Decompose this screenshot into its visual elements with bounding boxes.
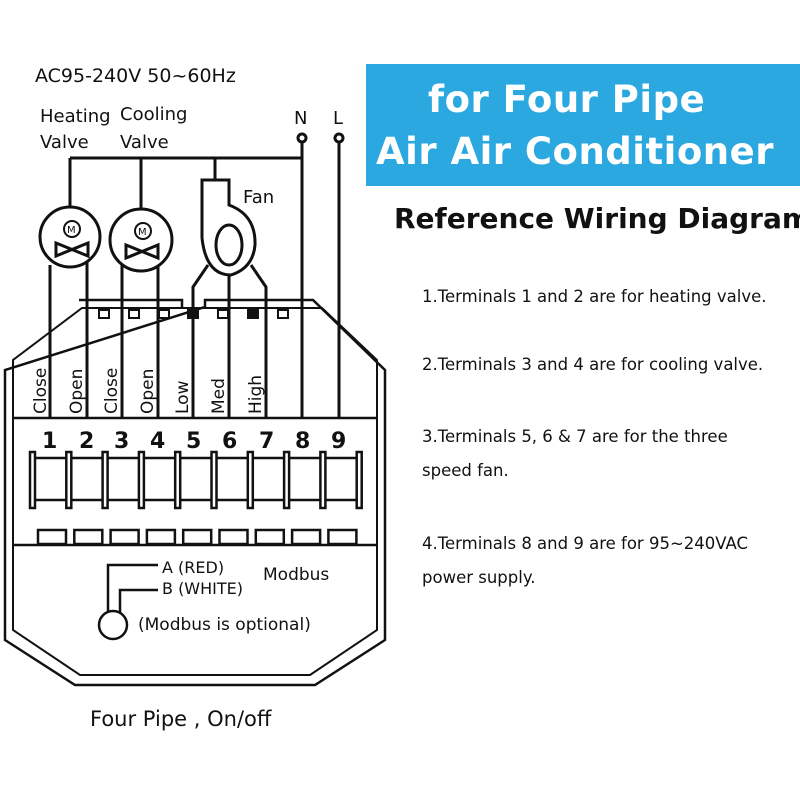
terminal-slot (181, 528, 213, 546)
modbus-a-label: A (RED) (162, 558, 224, 577)
svg-text:3: 3 (114, 429, 129, 454)
terminal-7-label: High (246, 375, 266, 414)
svg-text:7: 7 (259, 429, 274, 454)
cooling-valve-label-2: Valve (120, 132, 169, 153)
svg-text:1: 1 (42, 429, 57, 454)
live-terminal-icon (333, 132, 345, 144)
modbus-optional-label: (Modbus is optional) (138, 615, 311, 635)
terminal-6-label: Med (209, 378, 229, 414)
terminal-divider (246, 450, 255, 510)
svg-text:8: 8 (295, 429, 310, 454)
diagram-caption: Four Pipe , On/off (90, 707, 272, 731)
terminal-slot (218, 528, 249, 546)
terminal-divider (137, 450, 146, 510)
terminal-numbers: 1 2 3 4 5 6 7 8 9 (42, 429, 346, 454)
neutral-terminal-icon (296, 132, 308, 144)
terminal-slot (254, 528, 286, 546)
terminal-5-label: Low (173, 380, 193, 414)
heating-valve-label-2: Valve (40, 132, 89, 153)
heating-valve-icon: M (38, 205, 102, 418)
terminal-slot (327, 528, 358, 546)
terminal-3-label: Close (102, 368, 122, 414)
terminal-divider (210, 450, 218, 510)
svg-text:9: 9 (331, 429, 346, 454)
title-banner: for Four Pipe Air Air Conditioner (366, 64, 800, 186)
note-2: 2.Terminals 3 and 4 are for cooling valv… (422, 355, 764, 374)
terminal-slot (290, 528, 322, 546)
terminal-slot (145, 528, 177, 546)
cooling-valve-label: Cooling (120, 104, 187, 125)
terminal-divider (28, 450, 37, 510)
terminal-divider (319, 450, 327, 510)
terminal-slot (36, 528, 68, 546)
fan-label: Fan (243, 187, 274, 208)
terminal-divider (282, 450, 291, 510)
svg-text:M: M (138, 227, 147, 238)
terminal-function-labels: Close Open Close Open Low Med High (31, 368, 266, 414)
banner-line-2: Air Air Conditioner (376, 130, 774, 173)
terminal-divider (355, 450, 363, 510)
svg-text:2: 2 (79, 429, 94, 454)
terminal-4-label: Open (138, 369, 158, 414)
svg-text:5: 5 (186, 429, 201, 454)
terminal-divider (65, 450, 73, 510)
banner-line-1: for Four Pipe (428, 78, 706, 121)
terminal-block (28, 450, 363, 546)
modbus-connector (97, 563, 158, 641)
live-label: L (333, 108, 343, 129)
terminal-divider (173, 450, 182, 510)
svg-text:M: M (67, 225, 76, 236)
reference-title: Reference Wiring Diagram (394, 202, 800, 235)
svg-text:6: 6 (222, 429, 237, 454)
neutral-bus-wire (68, 142, 341, 418)
supply-label: AC95-240V 50~60Hz (35, 65, 236, 87)
terminal-slot (109, 528, 140, 546)
terminal-slot (73, 528, 104, 546)
terminal-divider (101, 450, 109, 510)
cooling-valve-icon: M (108, 207, 174, 418)
terminal-2-label: Open (67, 369, 87, 414)
note-1: 1.Terminals 1 and 2 are for heating valv… (422, 287, 767, 306)
modbus-label: Modbus (263, 565, 329, 585)
modbus-b-label: B (WHITE) (162, 579, 243, 598)
top-pins (98, 309, 289, 319)
terminal-1-label: Close (31, 368, 51, 414)
svg-text:4: 4 (150, 429, 165, 454)
heating-valve-label: Heating (40, 106, 111, 127)
neutral-label: N (294, 108, 307, 129)
